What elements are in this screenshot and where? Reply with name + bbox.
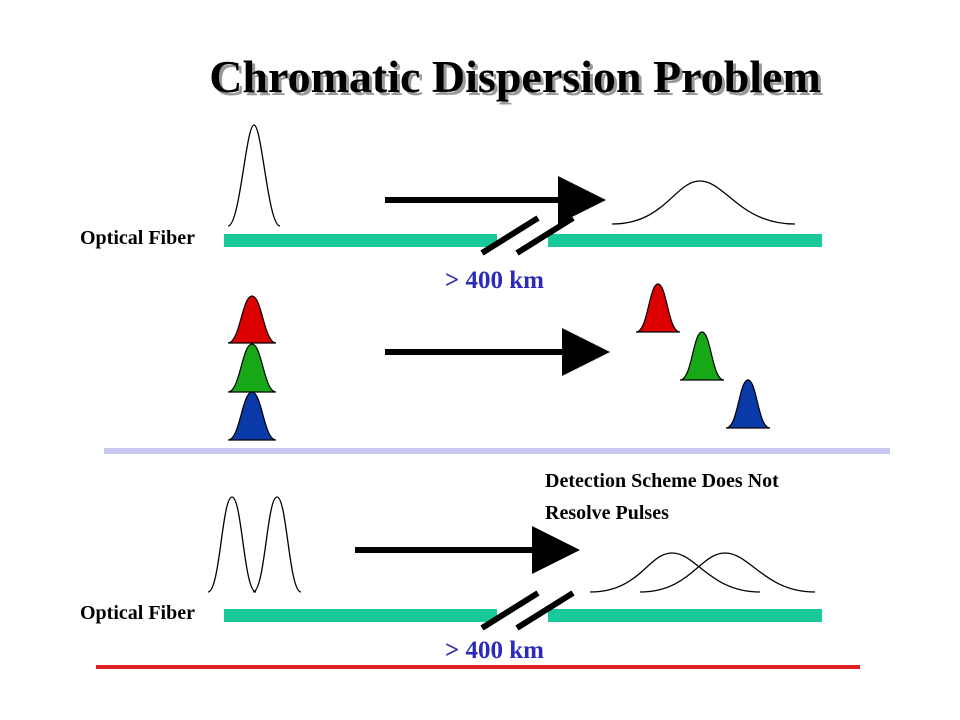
detection-note-line: Detection Scheme Does Not xyxy=(545,470,779,492)
fiber-label: Optical Fiber xyxy=(80,227,195,249)
red-input-pulse xyxy=(227,295,277,344)
broadened-output-pulse xyxy=(639,552,816,593)
detection-note-line: Resolve Pulses xyxy=(545,502,669,524)
optical-fiber-segment xyxy=(224,234,497,247)
input-pulse xyxy=(252,496,302,593)
broadened-output-pulse xyxy=(589,552,761,593)
break-mark xyxy=(480,215,540,256)
broadened-output-pulse xyxy=(611,180,796,225)
break-mark xyxy=(480,590,540,631)
fiber-label: Optical Fiber xyxy=(80,602,195,624)
slide-title: Chromatic Dispersion Problem xyxy=(209,51,821,102)
detection-note: Detection Scheme Does Not Resolve Pulses xyxy=(545,465,779,529)
input-pulse xyxy=(227,124,281,227)
green-output-pulse xyxy=(679,331,725,381)
break-mark xyxy=(515,590,575,631)
blue-output-pulse xyxy=(725,379,771,429)
green-input-pulse xyxy=(227,343,277,393)
red-output-pulse xyxy=(635,283,681,333)
distance-label: > 400 km xyxy=(445,637,544,664)
input-pulse xyxy=(207,496,257,593)
optical-fiber-segment xyxy=(548,234,822,247)
break-mark xyxy=(515,215,575,256)
optical-fiber-segment xyxy=(224,609,497,622)
optical-fiber-segment xyxy=(548,609,822,622)
distance-label: > 400 km xyxy=(445,267,544,294)
blue-input-pulse xyxy=(227,391,277,441)
